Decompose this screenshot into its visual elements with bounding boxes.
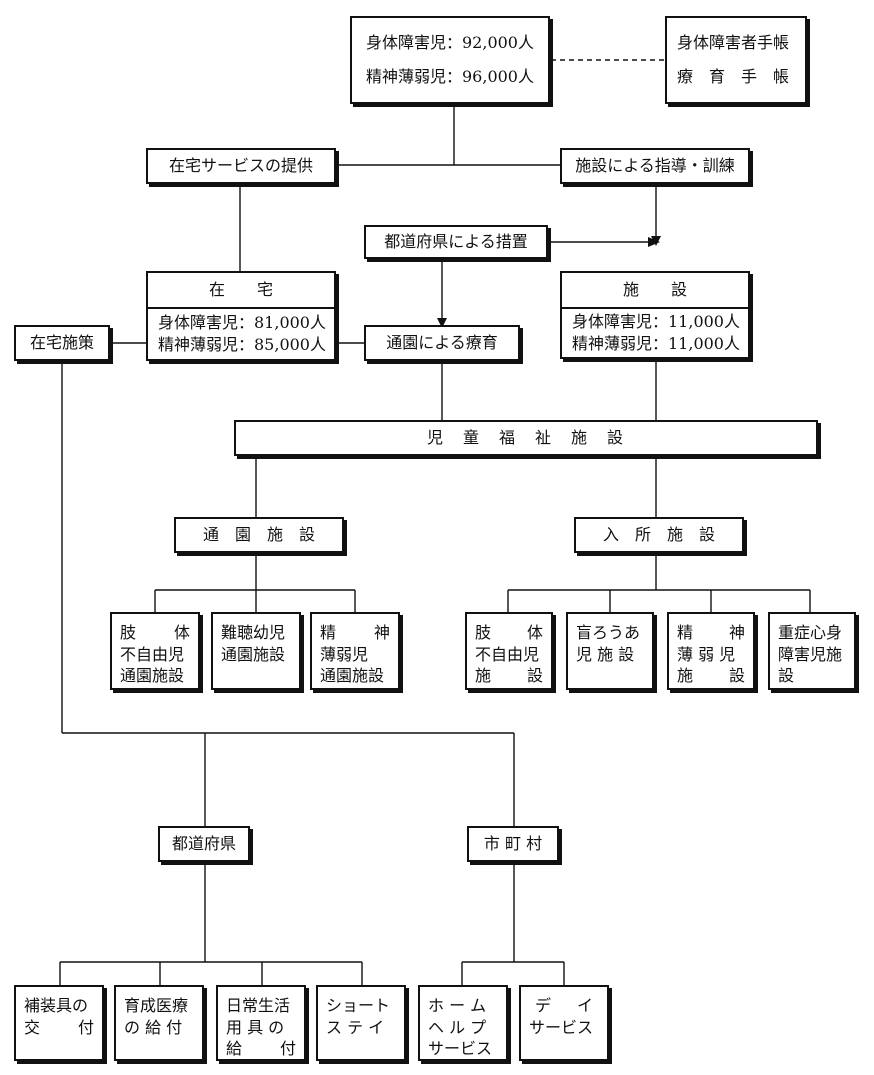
home-policy-box: 在宅施策 xyxy=(14,325,110,361)
home-policy-label: 在宅施策 xyxy=(29,333,94,353)
residential-facilities-box: 入 所 施 設 xyxy=(574,517,744,553)
home-title: 在 宅 xyxy=(148,273,334,309)
leaf-text: 不自由児 xyxy=(120,644,185,664)
child-welfare-label: 児 童 福 祉 施 設 xyxy=(426,428,625,448)
leaf-text: 交 xyxy=(24,1017,41,1037)
municipality-box: 市 町 村 xyxy=(467,826,559,862)
leaf-text: サービス xyxy=(529,1017,594,1037)
facility-counts: 身体障害児：11,000人 精神薄弱児：11,000人 xyxy=(562,309,748,357)
facility-guidance-label: 施設による指導・訓練 xyxy=(575,156,735,176)
res-facility-physical: 肢 体 不自由児 施 設 xyxy=(465,612,553,690)
leaf-text: 体 xyxy=(173,623,190,642)
leaf-text: 用 具 の xyxy=(226,1017,285,1037)
facility-title: 施 設 xyxy=(562,273,748,309)
leaf-text: 付 xyxy=(279,1039,296,1059)
leaf-text: 神 xyxy=(373,623,390,642)
leaf-text: 重症心身 xyxy=(778,623,843,642)
leaf-text: ショート xyxy=(326,996,391,1015)
municipality-label: 市 町 村 xyxy=(483,834,543,854)
leaf-text: 補装具の xyxy=(24,996,89,1015)
leaf-text: 設 xyxy=(728,666,745,686)
leaf-text: ホ ー ム xyxy=(428,996,487,1015)
home-mental-count: 精神薄弱児：85,000人 xyxy=(158,335,326,354)
arrow-down-daycare xyxy=(437,318,447,328)
total-counts-box: 身体障害児：92,000人 精神薄弱児：96,000人 xyxy=(350,16,550,104)
notebook-box: 身体障害者手帳 療 育 手 帳 xyxy=(665,16,807,104)
home-service-label: 在宅サービスの提供 xyxy=(168,156,313,176)
leaf-text: 体 xyxy=(526,623,543,642)
home-counts: 身体障害児：81,000人 精神薄弱児：85,000人 xyxy=(148,309,334,359)
pref-item-medical: 育成医療 の 給 付 xyxy=(114,985,204,1061)
day-facility-mental: 精 神 薄弱児 通園施設 xyxy=(310,612,400,690)
day-facilities-box: 通 園 施 設 xyxy=(174,517,344,553)
facility-box: 施 設 身体障害児：11,000人 精神薄弱児：11,000人 xyxy=(560,271,750,359)
day-facility-hearing: 難聴幼児 通園施設 xyxy=(211,612,301,690)
home-box: 在 宅 身体障害児：81,000人 精神薄弱児：85,000人 xyxy=(146,271,336,361)
res-facility-severe: 重症心身 障害児施 設 xyxy=(768,612,856,690)
prefecture-label: 都道府県 xyxy=(171,834,236,854)
leaf-text: サービス xyxy=(428,1039,493,1059)
residential-facilities-label: 入 所 施 設 xyxy=(602,525,715,545)
muni-item-home-help: ホ ー ム ヘ ル プ サービス xyxy=(418,985,508,1061)
leaf-text: 設 xyxy=(778,666,795,686)
total-physical-count: 身体障害児：92,000人 xyxy=(366,33,534,53)
leaf-text: 付 xyxy=(77,1017,94,1037)
res-facility-blind-deaf: 盲ろうあ 児 施 設 xyxy=(566,612,654,690)
day-facility-physical: 肢 体 不自由児 通園施設 xyxy=(110,612,200,690)
leaf-text: ヘ ル プ xyxy=(428,1017,487,1037)
leaf-text: 通園施設 xyxy=(221,644,286,664)
leaf-text: デ xyxy=(535,996,552,1015)
leaf-text: 施 xyxy=(677,666,694,686)
leaf-text: 神 xyxy=(728,623,745,642)
prefecture-measure-label: 都道府県による措置 xyxy=(384,232,528,252)
leaf-text: 薄弱児 xyxy=(320,644,369,664)
leaf-text: 不自由児 xyxy=(475,644,540,664)
facility-title-text: 施 設 xyxy=(622,280,687,300)
muni-item-day-service: デ イ サービス xyxy=(519,985,609,1061)
leaf-text: 通園施設 xyxy=(120,666,185,686)
leaf-text: ス テ イ xyxy=(326,1017,385,1037)
leaf-text: 薄 弱 児 xyxy=(677,644,736,664)
leaf-text: 給 xyxy=(226,1039,243,1059)
home-title-text: 在 宅 xyxy=(208,280,273,300)
day-care-label: 通園による療育 xyxy=(386,333,498,353)
leaf-text: 日常生活 xyxy=(226,996,291,1015)
facility-mental-count: 精神薄弱児：11,000人 xyxy=(572,334,740,353)
leaf-text: 児 施 設 xyxy=(576,644,635,664)
child-welfare-box: 児 童 福 祉 施 設 xyxy=(234,420,818,456)
pref-item-short-stay: ショート ス テ イ xyxy=(316,985,406,1061)
leaf-text: 精 xyxy=(320,623,337,642)
leaf-text: 設 xyxy=(526,666,543,686)
day-facilities-label: 通 園 施 設 xyxy=(202,525,315,545)
facility-physical-count: 身体障害児：11,000人 xyxy=(572,312,740,332)
prefecture-measure-box: 都道府県による措置 xyxy=(364,225,548,259)
leaf-text: 障害児施 xyxy=(778,644,843,664)
leaf-text: の 給 付 xyxy=(124,1017,183,1037)
home-service-box: 在宅サービスの提供 xyxy=(146,148,336,184)
leaf-text: 肢 xyxy=(475,623,492,642)
home-physical-count: 身体障害児：81,000人 xyxy=(158,313,326,333)
leaf-text: 育成医療 xyxy=(124,996,189,1015)
pref-item-daily-tools: 日常生活 用 具 の 給 付 xyxy=(216,985,306,1061)
leaf-text: 施 xyxy=(475,666,492,686)
leaf-text: イ xyxy=(576,996,593,1015)
pref-item-prosthesis: 補装具の 交 付 xyxy=(14,985,104,1061)
physical-disability-notebook: 身体障害者手帳 xyxy=(677,33,790,53)
leaf-text: 難聴幼児 xyxy=(221,623,286,642)
res-facility-mental: 精 神 薄 弱 児 施 設 xyxy=(667,612,755,690)
leaf-text: 肢 xyxy=(120,623,137,642)
prefecture-box: 都道府県 xyxy=(158,826,250,862)
total-mental-count: 精神薄弱児：96,000人 xyxy=(366,67,534,86)
arrow-right-facility xyxy=(648,237,660,247)
rehabilitation-notebook: 療 育 手 帳 xyxy=(677,67,790,86)
leaf-text: 精 xyxy=(677,623,694,642)
leaf-text: 盲ろうあ xyxy=(576,623,641,642)
facility-guidance-box: 施設による指導・訓練 xyxy=(560,148,750,184)
day-care-box: 通園による療育 xyxy=(364,325,520,361)
leaf-text: 通園施設 xyxy=(320,666,385,686)
